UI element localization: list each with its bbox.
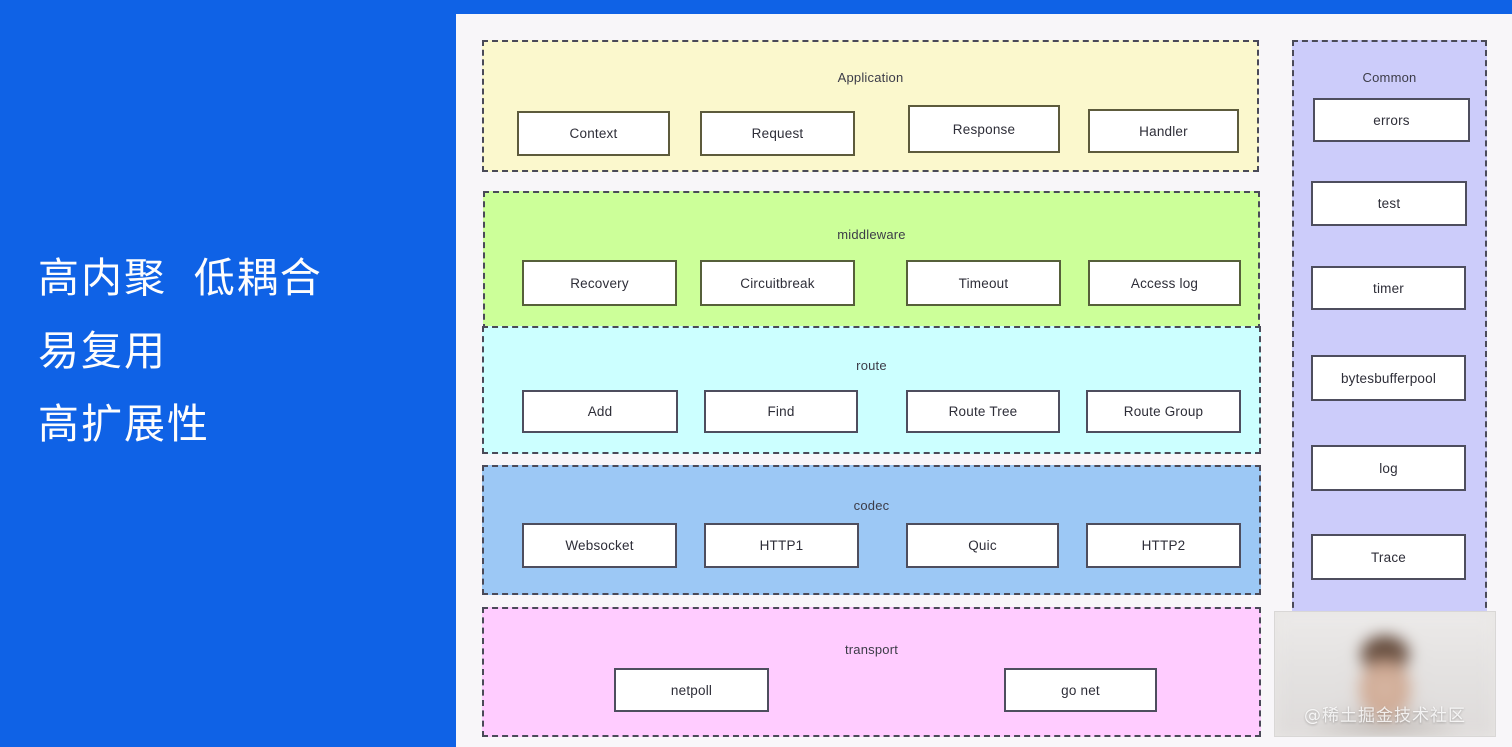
node-route-group[interactable]: Route Group [1086, 390, 1241, 433]
pip-blurred-video-frame [1275, 612, 1495, 736]
headline-block: 高内聚 低耦合 易复用 高扩展性 [38, 258, 438, 477]
layer-application: Application Context Request Response Han… [482, 40, 1259, 172]
node-test[interactable]: test [1311, 181, 1467, 226]
layer-middleware: middleware Recovery Circuitbreak Timeout… [483, 191, 1260, 330]
layer-transport: transport netpoll go net [482, 607, 1261, 737]
node-go-net[interactable]: go net [1004, 668, 1157, 712]
layer-codec-title: codec [853, 498, 890, 513]
headline-line-1: 高内聚 低耦合 [38, 255, 323, 301]
node-websocket[interactable]: Websocket [522, 523, 677, 568]
headline-line-3: 高扩展性 [38, 401, 210, 447]
pip-webcam-thumbnail[interactable]: @稀土掘金技术社区 [1274, 611, 1496, 737]
node-context[interactable]: Context [517, 111, 670, 156]
layer-application-title: Application [837, 70, 904, 85]
pip-watermark-label: @稀土掘金技术社区 [1304, 706, 1466, 726]
node-response[interactable]: Response [908, 105, 1060, 153]
layer-transport-title: transport [844, 642, 899, 657]
node-access-log[interactable]: Access log [1088, 260, 1241, 306]
node-handler[interactable]: Handler [1088, 109, 1239, 153]
architecture-diagram-panel: Application Context Request Response Han… [456, 14, 1512, 747]
node-errors[interactable]: errors [1313, 98, 1470, 142]
node-http2[interactable]: HTTP2 [1086, 523, 1241, 568]
node-bytesbufferpool[interactable]: bytesbufferpool [1311, 355, 1466, 401]
headline-line-2: 易复用 [38, 328, 167, 374]
slide-left-panel: 高内聚 低耦合 易复用 高扩展性 [0, 0, 456, 747]
layer-codec: codec Websocket HTTP1 Quic HTTP2 [482, 465, 1261, 595]
node-timer[interactable]: timer [1311, 266, 1466, 310]
node-request[interactable]: Request [700, 111, 855, 156]
layer-route: route Add Find Route Tree Route Group [482, 326, 1261, 454]
node-log[interactable]: log [1311, 445, 1466, 491]
node-http1[interactable]: HTTP1 [704, 523, 859, 568]
layer-route-title: route [856, 358, 887, 373]
node-add[interactable]: Add [522, 390, 678, 433]
node-timeout[interactable]: Timeout [906, 260, 1061, 306]
node-netpoll[interactable]: netpoll [614, 668, 769, 712]
node-find[interactable]: Find [704, 390, 858, 433]
node-route-tree[interactable]: Route Tree [906, 390, 1060, 433]
node-circuitbreak[interactable]: Circuitbreak [700, 260, 855, 306]
layer-common: Common errors test timer bytesbufferpool… [1292, 40, 1487, 648]
layer-common-title: Common [1362, 70, 1417, 85]
node-recovery[interactable]: Recovery [522, 260, 677, 306]
node-quic[interactable]: Quic [906, 523, 1059, 568]
layer-middleware-title: middleware [837, 227, 906, 242]
node-trace[interactable]: Trace [1311, 534, 1466, 580]
